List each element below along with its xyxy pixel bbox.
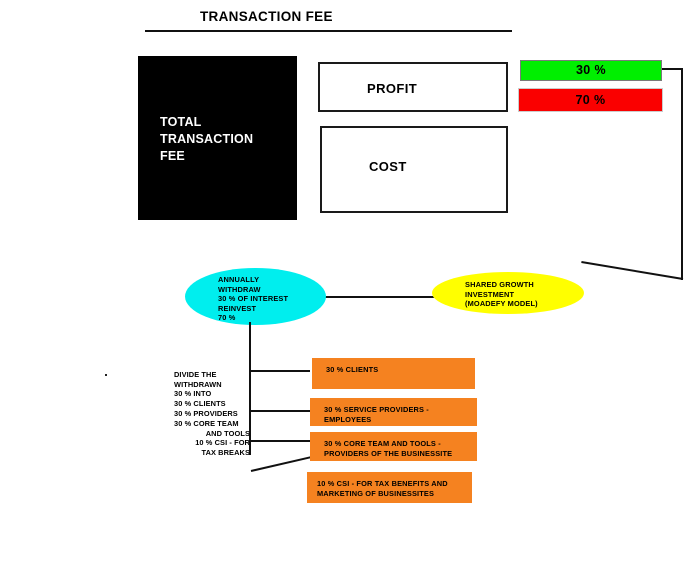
annual-withdraw-ellipse: ANNUALLY WITHDRAW 30 % OF INTEREST REINV…	[185, 268, 326, 325]
cost-label: COST	[369, 159, 407, 174]
profit-share-badge: 30 %	[520, 60, 662, 81]
allocation-box-clients: 30 % CLIENTS	[312, 358, 475, 389]
connector-branch-csi	[250, 456, 312, 472]
page-title: TRANSACTION FEE	[200, 9, 333, 24]
allocation-box-service-providers: 30 % SERVICE PROVIDERS - EMPLOYEES	[310, 398, 477, 426]
title-divider	[145, 30, 512, 32]
connector-branch-service-providers	[251, 410, 310, 412]
connector-green-down	[681, 68, 683, 280]
profit-label: PROFIT	[367, 81, 418, 96]
connector-allocation-trunk	[249, 322, 251, 455]
cost-share-badge: 70 %	[518, 88, 663, 112]
connector-green-to-shared-growth	[581, 261, 684, 280]
allocation-breakdown-text: DIVIDE THE WITHDRAWN 30 % INTO 30 % CLIE…	[174, 360, 250, 468]
connector-branch-core-team	[251, 440, 310, 442]
profit-box: PROFIT	[318, 62, 508, 112]
allocation-breakdown-indented: AND TOOLS 10 % CSI - FOR TAX BREAKS	[195, 428, 250, 458]
shared-growth-investment-ellipse: SHARED GROWTH INVESTMENT (MOADEFY MODEL)	[432, 272, 584, 314]
total-transaction-fee-box: TOTAL TRANSACTION FEE	[138, 56, 297, 220]
shared-growth-investment-label: SHARED GROWTH INVESTMENT (MOADEFY MODEL)	[465, 280, 538, 309]
allocation-box-csi: 10 % CSI - FOR TAX BENEFITS AND MARKETIN…	[307, 472, 472, 503]
annual-withdraw-label: ANNUALLY WITHDRAW 30 % OF INTEREST REINV…	[218, 275, 289, 323]
connector-branch-clients	[251, 370, 310, 372]
connector-green-right	[662, 68, 683, 70]
allocation-box-core-team-tools: 30 % CORE TEAM AND TOOLS - PROVIDERS OF …	[310, 432, 477, 461]
cost-box: COST	[320, 126, 508, 213]
stray-dot-marker	[105, 374, 107, 376]
connector-withdraw-to-shared-growth	[320, 296, 440, 298]
total-transaction-fee-label: TOTAL TRANSACTION FEE	[160, 115, 254, 163]
allocation-breakdown-main: DIVIDE THE WITHDRAWN 30 % INTO 30 % CLIE…	[174, 369, 239, 428]
